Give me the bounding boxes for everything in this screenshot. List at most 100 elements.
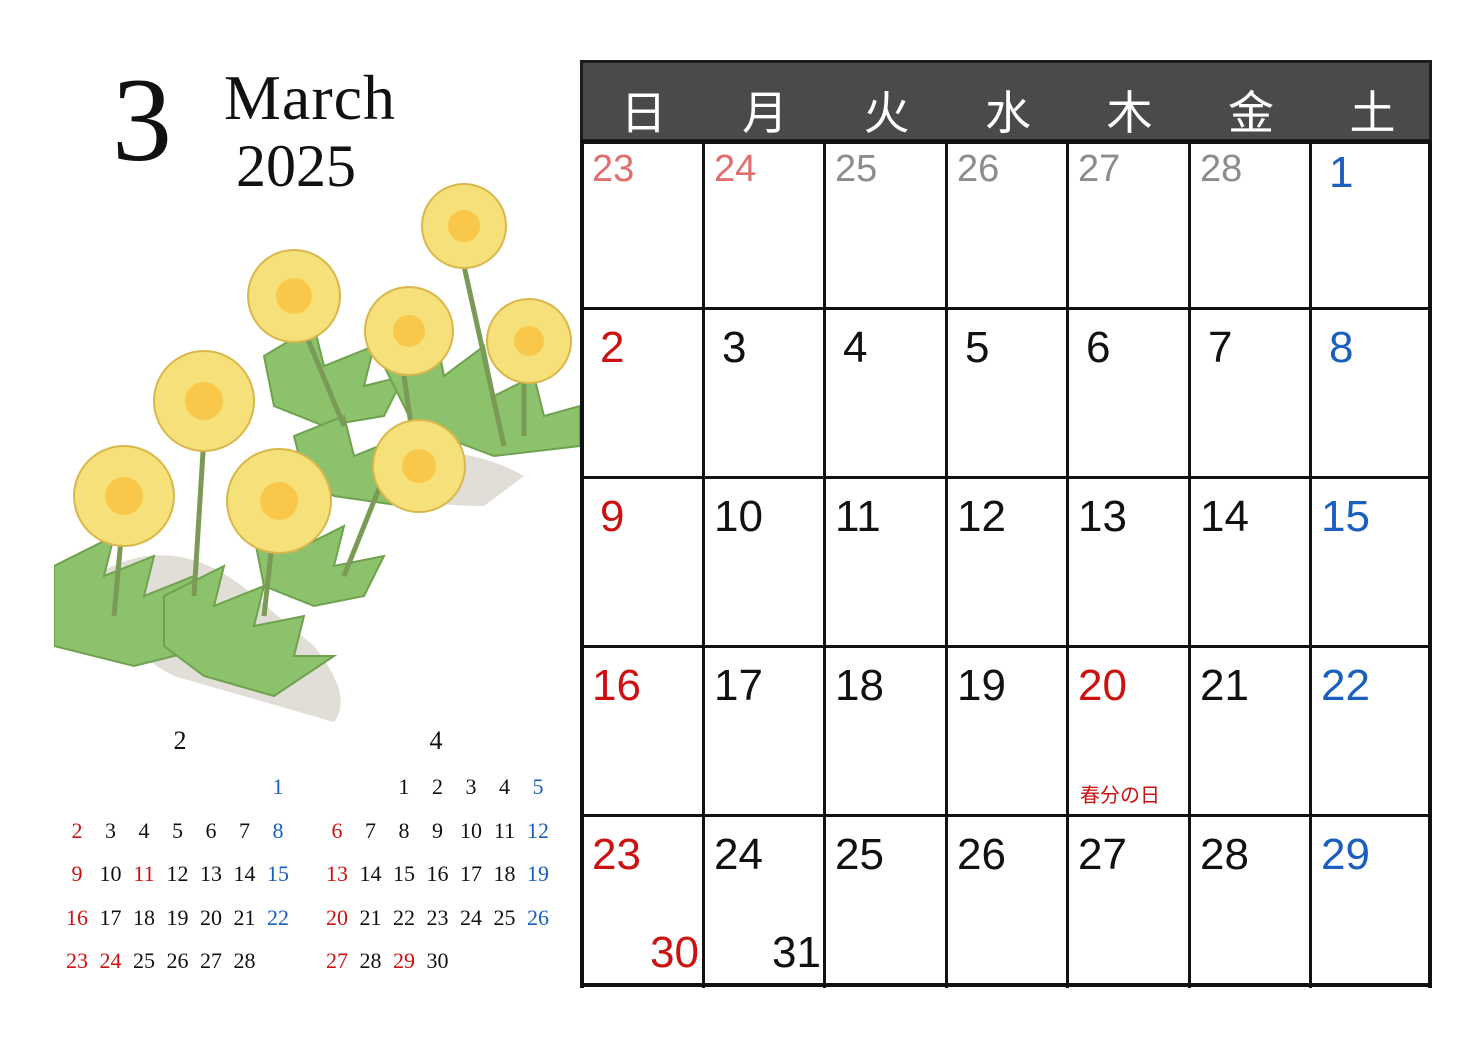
day-cell-number: 25 bbox=[835, 148, 878, 190]
day-cell-number: 25 bbox=[835, 830, 884, 879]
mini-calendar-day: 20 bbox=[326, 904, 348, 930]
day-cell-number: 12 bbox=[957, 492, 1006, 541]
day-cell-number: 1 bbox=[1329, 148, 1354, 197]
mini-calendar-day: 28 bbox=[359, 948, 382, 973]
mini-calendar-title: 4 bbox=[429, 726, 443, 755]
month-name: March bbox=[224, 62, 397, 133]
day-cell-number: 14 bbox=[1200, 492, 1249, 541]
mini-calendar-day: 19 bbox=[527, 861, 549, 886]
mini-calendar-day: 18 bbox=[493, 861, 516, 886]
day-cell-number: 3 bbox=[722, 323, 747, 372]
grid-col-line bbox=[1309, 140, 1312, 988]
mini-calendar-day: 9 bbox=[71, 861, 83, 886]
day-cell-number: 31 bbox=[772, 928, 821, 977]
grid-row-line bbox=[580, 645, 1432, 648]
mini-calendar-day: 4 bbox=[499, 774, 510, 799]
mini-calendar-day: 1 bbox=[398, 774, 410, 799]
year: 2025 bbox=[236, 133, 356, 199]
holiday-label: 春分の日 bbox=[1080, 783, 1160, 807]
mini-calendar-day: 10 bbox=[460, 817, 482, 843]
grid-col-line bbox=[823, 140, 826, 988]
mini-calendar-day: 28 bbox=[233, 948, 256, 973]
weekday-label: 土 bbox=[1349, 86, 1396, 140]
grid-row-line bbox=[580, 140, 1432, 144]
mini-calendar-day: 3 bbox=[105, 817, 116, 843]
mini-calendar-day: 13 bbox=[200, 861, 222, 886]
day-cell-number: 27 bbox=[1078, 148, 1121, 190]
mini-calendar-day: 18 bbox=[133, 904, 155, 930]
day-cell-number: 4 bbox=[843, 323, 868, 372]
day-cell-number: 20 bbox=[1078, 661, 1127, 710]
weekday-label: 日 bbox=[620, 86, 667, 140]
day-cell-number: 24 bbox=[714, 148, 757, 190]
mini-calendar-day: 12 bbox=[527, 817, 549, 843]
day-cell-number: 13 bbox=[1078, 492, 1127, 541]
grid-col-line bbox=[1188, 140, 1191, 988]
mini-calendar-day: 14 bbox=[359, 861, 382, 886]
mini-calendar-day: 17 bbox=[99, 904, 122, 930]
mini-calendar-day: 20 bbox=[200, 904, 222, 930]
mini-calendar-day: 15 bbox=[393, 861, 415, 886]
grid-col-line bbox=[580, 140, 584, 988]
mini-calendar-day: 6 bbox=[331, 817, 343, 843]
mini-calendar-day: 7 bbox=[365, 817, 376, 843]
day-cell-number: 26 bbox=[957, 148, 1000, 190]
day-cell-number: 21 bbox=[1200, 661, 1249, 710]
day-cell-number: 23 bbox=[592, 148, 635, 190]
grid-row-line bbox=[580, 983, 1432, 987]
mini-calendar-day: 25 bbox=[133, 948, 155, 973]
weekday-label: 水 bbox=[985, 86, 1031, 140]
mini-calendar-day: 26 bbox=[527, 904, 549, 930]
mini-calendar-day: 16 bbox=[426, 861, 449, 886]
mini-calendar-day: 11 bbox=[493, 817, 516, 843]
day-cell-number: 17 bbox=[714, 661, 763, 710]
day-cell-number: 18 bbox=[835, 661, 884, 710]
month-number: 3 bbox=[112, 53, 172, 186]
day-cell-number: 5 bbox=[965, 323, 990, 372]
mini-calendar-day: 19 bbox=[166, 904, 189, 930]
grid-row-line bbox=[580, 814, 1432, 817]
mini-calendar-day: 10 bbox=[99, 861, 122, 886]
mini-calendar-day: 17 bbox=[460, 861, 482, 886]
day-cell-number: 28 bbox=[1200, 830, 1249, 879]
mini-calendar-day: 23 bbox=[66, 948, 88, 973]
weekday-label: 金 bbox=[1228, 86, 1274, 140]
day-cell-number: 22 bbox=[1321, 661, 1370, 710]
mini-calendar-day: 4 bbox=[138, 817, 150, 843]
day-cell-number: 23 bbox=[592, 830, 641, 879]
mini-calendar-day: 29 bbox=[393, 948, 415, 973]
mini-calendar-day: 26 bbox=[166, 948, 189, 973]
mini-calendar-day: 23 bbox=[426, 904, 449, 930]
grid-col-line bbox=[702, 140, 705, 988]
weekday-label: 月 bbox=[742, 86, 788, 140]
mini-calendar-day: 21 bbox=[359, 904, 382, 930]
mini-calendar-day: 5 bbox=[532, 774, 544, 799]
weekday-header: 日月火水木金土 bbox=[580, 60, 1432, 142]
mini-calendar-day: 5 bbox=[172, 817, 183, 843]
day-cell-number: 8 bbox=[1329, 323, 1354, 372]
day-cell-number: 30 bbox=[650, 928, 699, 977]
day-cell-number: 28 bbox=[1200, 148, 1243, 190]
mini-calendar-day: 21 bbox=[233, 904, 256, 930]
day-cell-number: 6 bbox=[1086, 323, 1111, 372]
mini-calendar-day: 27 bbox=[326, 948, 348, 973]
day-cell-number: 10 bbox=[714, 492, 763, 541]
day-cell-number: 7 bbox=[1208, 323, 1233, 372]
mini-calendar-day: 30 bbox=[426, 948, 449, 973]
mini-calendar-day: 25 bbox=[493, 904, 516, 930]
grid-row-line bbox=[580, 307, 1432, 310]
mini-calendar-day: 7 bbox=[239, 817, 250, 843]
mini-calendar-day: 6 bbox=[205, 817, 217, 843]
mini-calendar-title: 2 bbox=[173, 726, 187, 755]
mini-calendar-day: 13 bbox=[326, 861, 348, 886]
mini-calendar-day: 12 bbox=[166, 861, 189, 886]
mini-calendar-day: 3 bbox=[465, 774, 477, 799]
mini-calendar-day: 8 bbox=[398, 817, 410, 843]
day-cell-number: 16 bbox=[592, 661, 641, 710]
day-cell-number: 29 bbox=[1321, 830, 1370, 879]
day-cell-number: 19 bbox=[957, 661, 1006, 710]
day-cell-number: 2 bbox=[600, 323, 625, 372]
mini-calendar-day: 1 bbox=[272, 774, 284, 799]
